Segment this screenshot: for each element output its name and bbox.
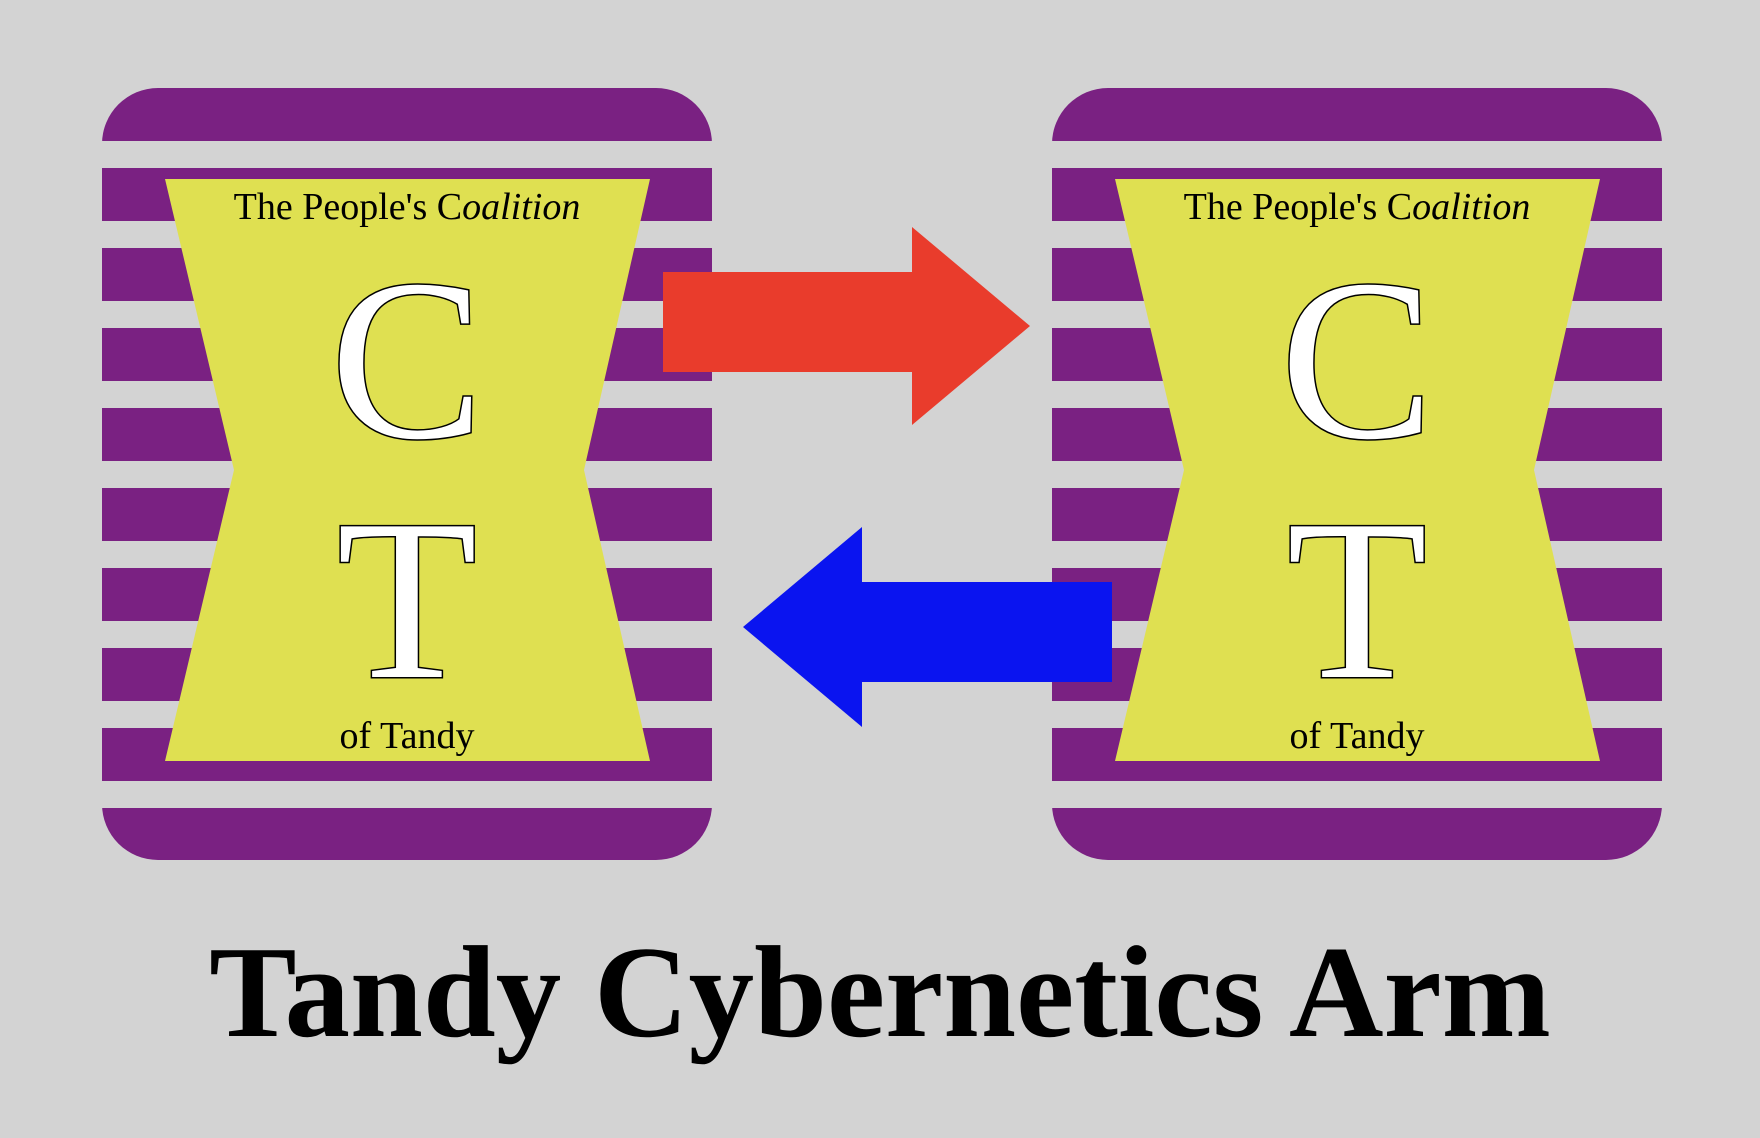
emblem-letter-c: C xyxy=(1280,232,1433,487)
coalition-logo-left: The People's Coalition C T of Tandy xyxy=(102,88,712,860)
emblem-letter-t: T xyxy=(337,472,478,727)
emblem-header-regular: The People's C xyxy=(1184,186,1412,228)
coalition-emblem: The People's Coalition C T of Tandy xyxy=(1115,179,1600,761)
hourglass-shape xyxy=(1115,179,1600,761)
hourglass-shape xyxy=(165,179,650,761)
emblem-footer-text: of Tandy xyxy=(340,715,475,757)
emblem-header-italic: oalition xyxy=(462,186,580,228)
coalition-emblem: The People's Coalition C T of Tandy xyxy=(165,179,650,761)
emblem-header-text: The People's Coalition xyxy=(1184,186,1531,228)
emblem-footer-text: of Tandy xyxy=(1290,715,1425,757)
emblem-header-regular: The People's C xyxy=(234,186,462,228)
arrow-right-icon xyxy=(663,227,1030,425)
emblem-header-italic: oalition xyxy=(1412,186,1530,228)
coalition-logo-right: The People's Coalition C T of Tandy xyxy=(1052,88,1662,860)
emblem-letter-c: C xyxy=(330,232,483,487)
emblem-letter-t: T xyxy=(1287,472,1428,727)
page-title: Tandy Cybernetics Arm xyxy=(209,920,1551,1065)
emblem-header-text: The People's Coalition xyxy=(234,186,581,228)
